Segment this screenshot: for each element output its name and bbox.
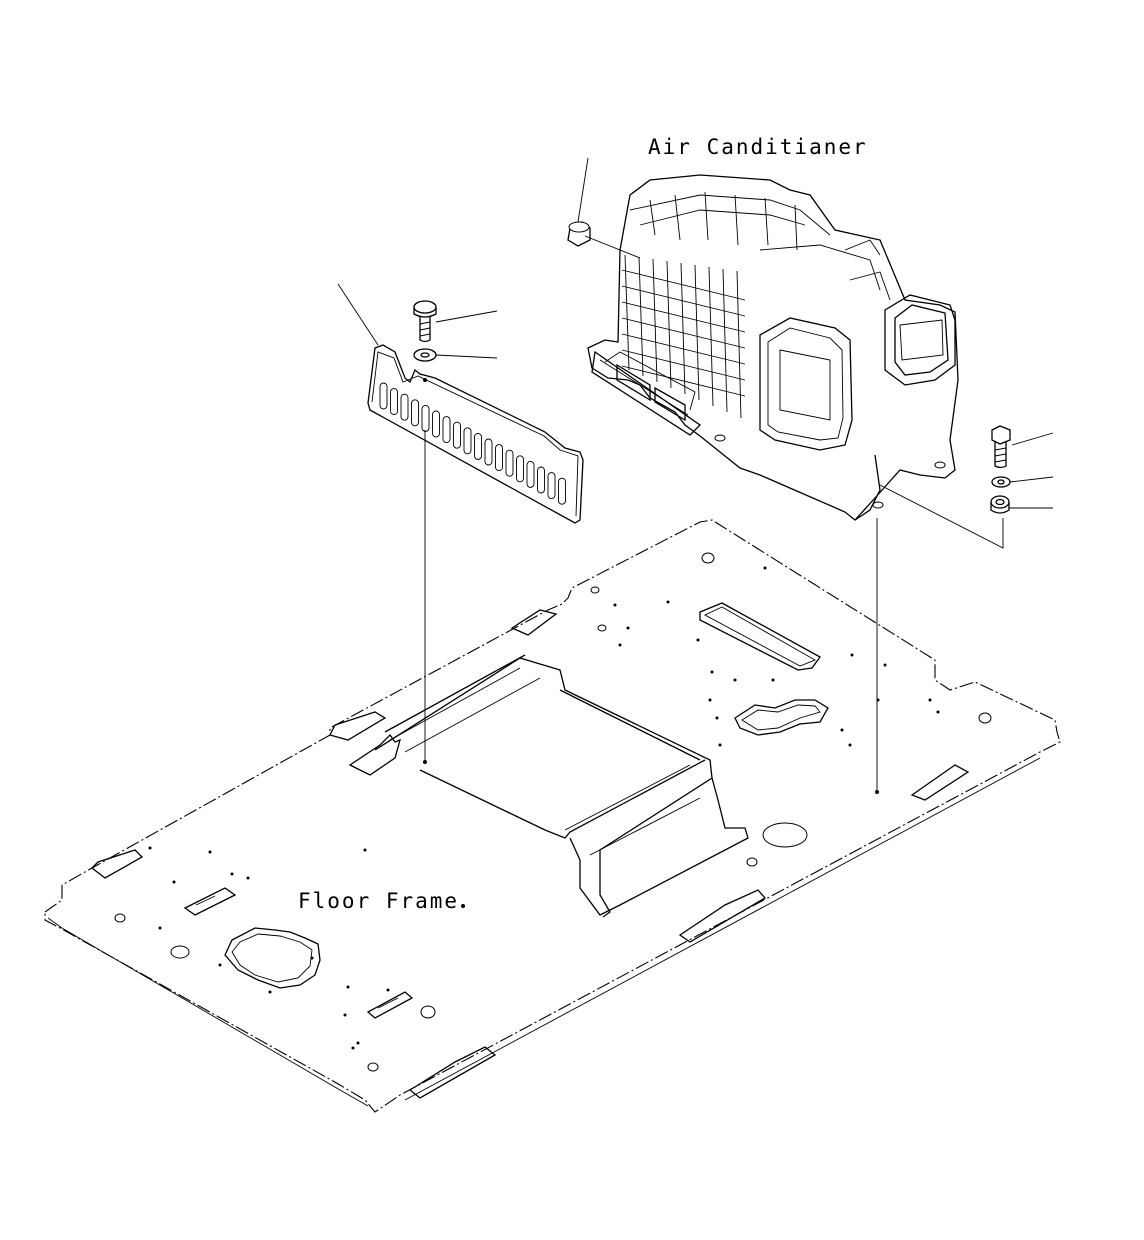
grille-slot bbox=[379, 382, 388, 410]
grille-slot bbox=[463, 427, 472, 455]
ac-grid-line bbox=[722, 268, 728, 413]
floor-frame-label: Floor Frame bbox=[298, 889, 460, 913]
nut-ac bbox=[990, 495, 1010, 514]
ac-grid-line bbox=[621, 301, 746, 333]
grille-slot bbox=[505, 449, 514, 477]
grille-slot bbox=[474, 432, 482, 460]
air-conditioner-label: Air Canditianer bbox=[648, 135, 868, 159]
grille-slot bbox=[442, 416, 451, 444]
ac-grid-line bbox=[621, 317, 746, 349]
washer-grille bbox=[413, 348, 437, 362]
ac-grid-line bbox=[624, 254, 630, 371]
grille-slot bbox=[400, 393, 409, 421]
ac-grid-line bbox=[621, 285, 746, 317]
bolt-grille bbox=[413, 300, 437, 343]
leader-lines bbox=[337, 157, 1054, 794]
floor-frame bbox=[44, 519, 1061, 1113]
ac-grid-line bbox=[736, 270, 742, 419]
ac-grid-line bbox=[621, 349, 746, 381]
air-conditioner-unit bbox=[567, 174, 959, 521]
ac-grid-line bbox=[621, 365, 746, 397]
grille-slot bbox=[484, 438, 493, 466]
ac-grid-line bbox=[621, 269, 746, 301]
grille-slot bbox=[495, 444, 503, 472]
grille-slot bbox=[421, 404, 430, 432]
grille-slot bbox=[411, 399, 419, 427]
washer-ac bbox=[991, 476, 1011, 488]
ac-grid-line bbox=[638, 256, 644, 377]
grille-slot bbox=[558, 477, 566, 505]
grille-slot bbox=[547, 472, 556, 500]
bolt-ac bbox=[991, 425, 1011, 469]
grille-panel bbox=[367, 344, 584, 524]
ac-grid-line bbox=[694, 264, 700, 401]
ac-grid-line bbox=[680, 262, 686, 395]
grille-slot bbox=[432, 410, 440, 438]
grille-slot bbox=[516, 455, 524, 483]
ac-grid-line bbox=[708, 266, 714, 407]
ac-grid-line bbox=[621, 333, 746, 365]
grille-slot bbox=[526, 460, 535, 488]
ac-grid-line bbox=[666, 260, 672, 389]
grille-slot bbox=[453, 421, 461, 449]
grille-slot bbox=[390, 388, 398, 416]
grille-slot bbox=[537, 466, 545, 494]
ac-grid-line bbox=[652, 258, 658, 383]
